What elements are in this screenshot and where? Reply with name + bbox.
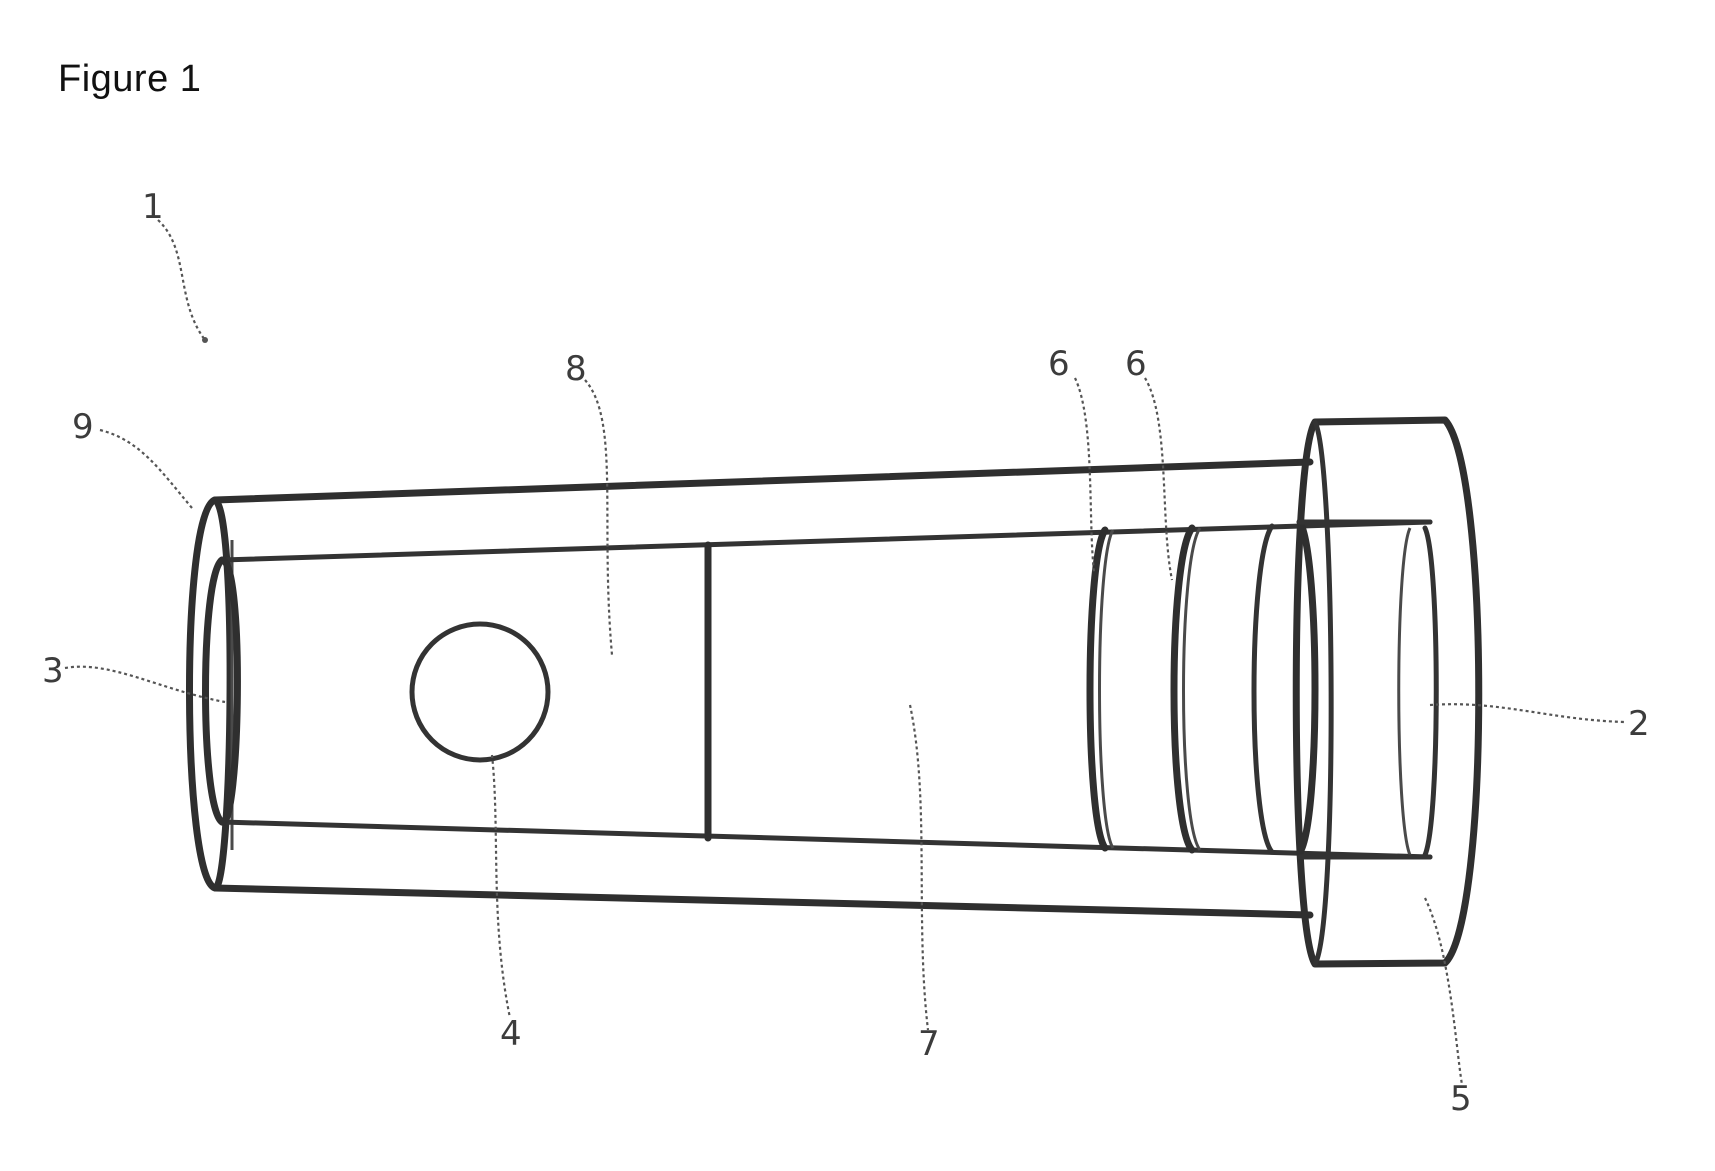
housing-end-ring (186, 496, 234, 892)
label-9: 9 (72, 407, 94, 447)
label-6a: 6 (1048, 344, 1070, 384)
inner-tube (202, 519, 1433, 860)
reference-labels: 1 9 8 3 4 7 6 6 2 5 (42, 187, 1650, 1119)
end-cap (1292, 416, 1483, 968)
label-5: 5 (1450, 1079, 1472, 1119)
port-circle (409, 621, 551, 763)
outer-housing (186, 458, 1314, 919)
leader-lines (64, 219, 1626, 1086)
label-1: 1 (142, 187, 164, 227)
label-4: 4 (500, 1014, 522, 1054)
end-three (202, 556, 241, 826)
label-8: 8 (565, 349, 587, 389)
figure-title: Figure 1 (58, 58, 202, 100)
label-7: 7 (918, 1024, 940, 1064)
label-6b: 6 (1125, 344, 1147, 384)
label-2: 2 (1628, 704, 1650, 744)
seal-rings (1086, 518, 1319, 856)
label-3: 3 (42, 651, 64, 691)
